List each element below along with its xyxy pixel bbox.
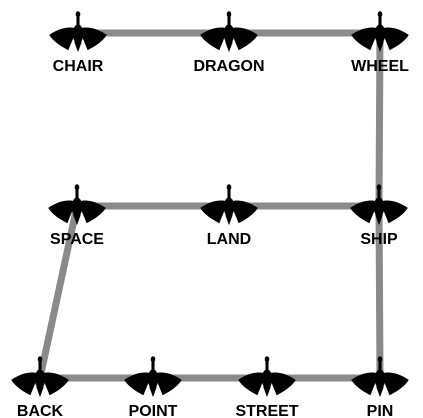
- goose-icon: [48, 184, 106, 226]
- node-label-dragon: DRAGON: [193, 58, 264, 75]
- node-ship: SHIP: [350, 184, 408, 248]
- edge-wheel-ship: [375, 32, 384, 207]
- node-label-space: SPACE: [50, 231, 104, 248]
- node-back: BACK: [11, 356, 69, 418]
- node-pin: PIN: [351, 356, 409, 418]
- goose-icon: [350, 184, 408, 226]
- goose-icon: [11, 356, 69, 398]
- node-street: STREET: [235, 356, 299, 418]
- goose-icon: [124, 356, 182, 398]
- node-label-ship: SHIP: [360, 231, 398, 248]
- node-wheel: WHEEL: [351, 11, 409, 75]
- goose-icon: [200, 184, 258, 226]
- node-space: SPACE: [48, 184, 106, 248]
- goose-icon: [238, 356, 296, 398]
- node-label-pin: PIN: [367, 403, 394, 418]
- node-label-wheel: WHEEL: [351, 58, 409, 75]
- node-chair: CHAIR: [49, 11, 107, 75]
- goose-icon: [49, 11, 107, 53]
- edge-space-back: [36, 205, 81, 379]
- node-label-street: STREET: [235, 403, 298, 418]
- node-label-back: BACK: [17, 403, 64, 418]
- edge-ship-pin: [375, 205, 384, 379]
- node-label-point: POINT: [129, 403, 178, 418]
- node-land: LAND: [200, 184, 258, 248]
- node-dragon: DRAGON: [193, 11, 265, 75]
- goose-icon: [351, 11, 409, 53]
- goose-icon: [200, 11, 258, 53]
- node-label-chair: CHAIR: [53, 58, 104, 75]
- goose-icon: [351, 356, 409, 398]
- node-label-land: LAND: [207, 231, 251, 248]
- node-point: POINT: [124, 356, 182, 418]
- nodes-layer: CHAIR DRAGON WHEEL SPACE LAND SHIP BACK POINT ST…: [11, 11, 409, 418]
